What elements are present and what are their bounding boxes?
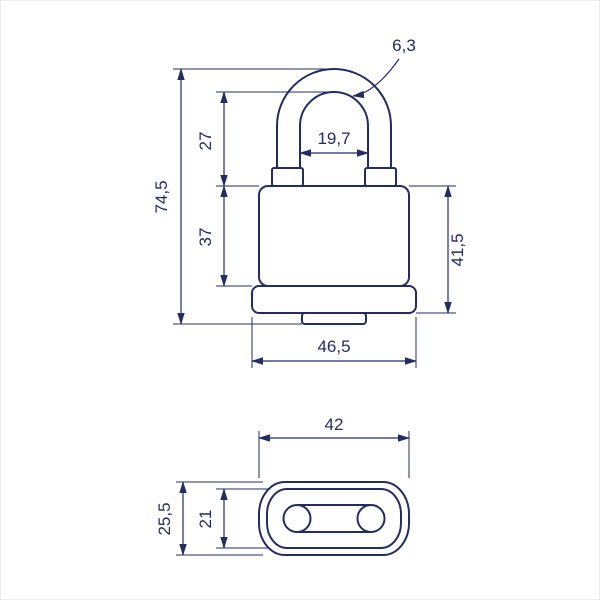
top-outline-inner (266, 488, 402, 549)
dim-overall-height: 74,5 (152, 68, 332, 325)
dim-label-body-width: 46,5 (317, 337, 350, 356)
padlock-base (251, 285, 417, 314)
dim-label-shackle-diameter: 6,3 (392, 36, 416, 55)
padlock-front-view: 74,5 27 37 41,5 19,7 (152, 36, 467, 368)
dim-label-top-inner-depth: 21 (196, 510, 215, 529)
dim-top-width: 42 (258, 415, 410, 478)
shackle-collar-right (364, 167, 397, 187)
shackle-outer-outline (276, 68, 392, 172)
padlock-top-view: 42 25,5 21 (155, 415, 410, 556)
dim-top-inner-depth: 21 (196, 488, 269, 549)
padlock-foot (301, 312, 367, 325)
dim-body-side-height: 41,5 (409, 185, 467, 314)
dim-shackle-diameter: 6,3 (352, 36, 416, 99)
dim-label-body-height: 37 (196, 228, 215, 247)
padlock-body (258, 185, 410, 287)
dim-top-overall-depth: 25,5 (155, 481, 263, 556)
dim-shackle-inner-width: 19,7 (299, 129, 369, 157)
dim-shackle-inner-height: 27 (196, 91, 334, 187)
dim-label-top-overall-depth: 25,5 (155, 502, 174, 535)
dim-label-overall-height: 74,5 (152, 180, 171, 213)
shackle-collar-left (271, 167, 304, 187)
dim-body-height: 37 (196, 185, 259, 287)
dim-label-body-side-height: 41,5 (448, 233, 467, 266)
dim-label-top-width: 42 (325, 415, 344, 434)
dim-label-shackle-inner-height: 27 (196, 132, 215, 151)
dim-label-shackle-inner-width: 19,7 (317, 129, 350, 148)
leader-line (352, 58, 400, 99)
dim-body-width: 46,5 (251, 317, 417, 368)
